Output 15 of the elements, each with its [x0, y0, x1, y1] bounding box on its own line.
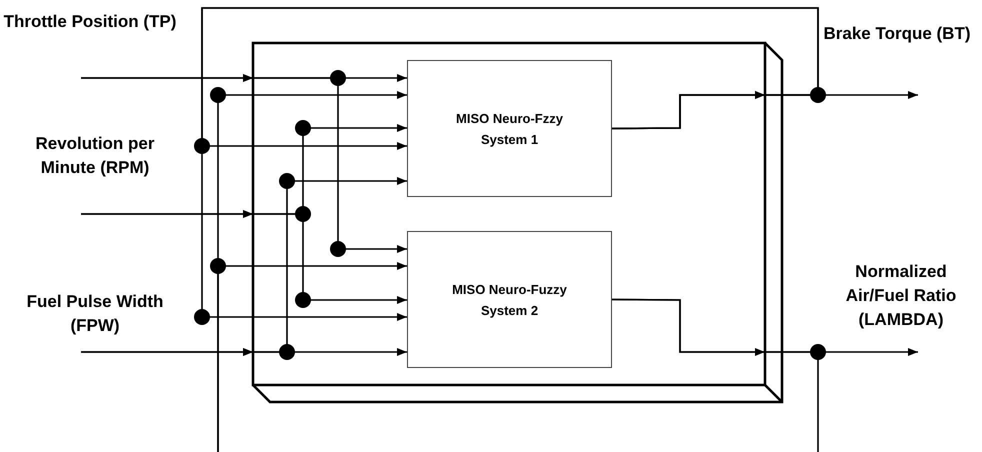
- signal-label: Fuel Pulse Width (FPW): [26, 291, 164, 337]
- connector-arrow: [217, 262, 407, 452]
- enclosure-box: [253, 43, 783, 403]
- system-label: MISO Neuro-Fuzzy System 2: [451, 280, 568, 320]
- connector-arrow: [81, 210, 407, 304]
- connector-arrow: [201, 7, 819, 321]
- signal-label: Revolution per Minute (RPM): [34, 133, 156, 179]
- connector-arrow: [81, 348, 407, 356]
- system-box: [407, 231, 612, 368]
- connector-arrow: [81, 74, 407, 253]
- system-label: MISO Neuro-Fzzy System 1: [455, 110, 564, 149]
- signal-label: Brake Torque (BT): [822, 23, 972, 45]
- signal-label: Normalized Air/Fuel Ratio (LAMBDA): [844, 261, 958, 331]
- signal-label: Throttle Position (TP): [2, 11, 178, 33]
- system-box: [407, 60, 612, 197]
